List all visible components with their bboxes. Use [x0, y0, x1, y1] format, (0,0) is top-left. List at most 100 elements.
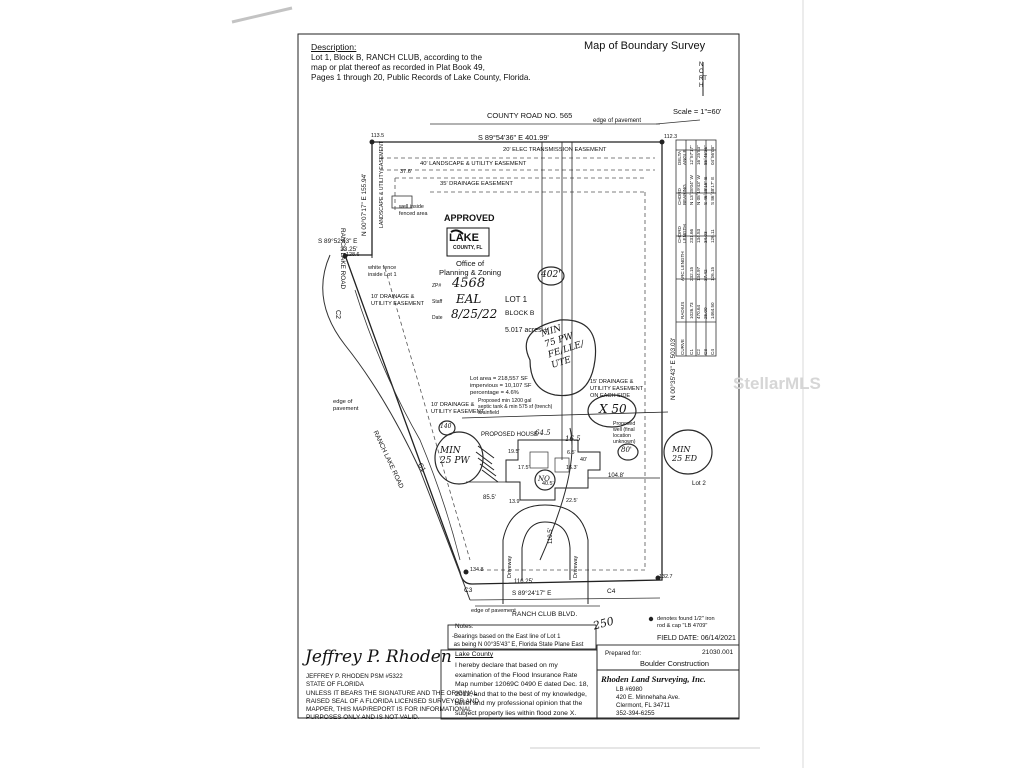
driveway-label-2: Driveway: [573, 555, 579, 578]
driveway: [502, 504, 589, 580]
surveyor-disclaimer: UNLESS IT BEARS THE SIGNATURE AND THE OR…: [306, 690, 479, 721]
job-number: 21030.001: [702, 649, 734, 656]
lake-logo-text: LAKE: [449, 232, 479, 244]
dim-128-6: 128.6: [346, 252, 360, 258]
curve-table-row: C2 470.64 134.97 134.53 N 08°19'43" W 16…: [695, 140, 702, 356]
county-road-label: COUNTY ROAD NO. 565: [487, 111, 573, 120]
curve-table-cell: C3: [703, 349, 708, 355]
description-text: Lot 1, Block B, RANCH CLUB, according to…: [311, 53, 531, 82]
curve-table-cell: 25.00: [703, 307, 708, 320]
edge-pavement-top-label: edge of pavement: [593, 118, 642, 124]
hand-x50: X 50: [599, 402, 627, 416]
dim-85-5: 85.5': [483, 495, 496, 501]
dim-132-7: 132.7: [659, 574, 673, 580]
bearing-bottom-label: S 89°24'17" E: [512, 590, 552, 597]
lot2-label: Lot 2: [692, 480, 706, 487]
lake-county-logo: [446, 227, 490, 257]
landscape-vertical-label: LANDSCAPE & UTILITY EASEMENT: [379, 141, 385, 228]
curve-table-cell: 04°56'08": [710, 145, 715, 165]
staff-label: Staff: [432, 299, 443, 305]
dim-110-5: 110.5': [548, 528, 554, 544]
drainage-15-label: 15' DRAINAGE & UTILITY EASEMENT ON EACH …: [590, 379, 644, 399]
dim-6-5: 6.5': [567, 450, 576, 456]
hand-no: NO: [538, 475, 550, 483]
field-date: FIELD DATE: 06/14/2021: [657, 635, 736, 642]
dim-16-3: 16.3': [566, 465, 578, 471]
surveyor-name: JEFFREY P. RHODEN PSM #5322: [306, 673, 403, 680]
curve-table-cell: 126.11: [710, 229, 715, 243]
dim-113-5: 113.5: [371, 133, 385, 139]
curve-table-header: CHORD BEARING: [677, 184, 687, 205]
drainage-10-bottom-label: 10' DRAINAGE & UTILITY EASEMENT: [431, 402, 485, 415]
curve-table-header-row: CURVE RADIUS ARC LENGTH CHORD LENGTH CHO…: [676, 140, 688, 356]
bearing-left-label: N 00°07'17" E 155.94': [361, 173, 368, 236]
surveyor-signature: Jeffrey P. Rhoden: [305, 647, 452, 667]
curve-table-cell: 1464.50: [710, 302, 715, 319]
curve-table-cell: C2: [696, 349, 701, 355]
prepared-for-label: Prepared for:: [605, 650, 642, 657]
driveway-label-1: Driveway: [507, 555, 513, 578]
curve-table-cell: 470.64: [696, 304, 701, 319]
office-label: Office of Planning & Zoning: [439, 259, 502, 277]
bearing-top-label: S 89°54'36" E 401.99': [478, 133, 549, 142]
curve-table-cell: N 08°19'43" W: [696, 175, 701, 205]
zp-label: ZP#: [432, 283, 442, 289]
hand-402: 402': [541, 270, 561, 280]
edge-pavement-bottom-label: edge of pavement: [471, 608, 516, 614]
bearing-small-label: S 89°52'43" E 33.25': [318, 238, 358, 253]
curve-c4-label: C4: [607, 588, 616, 595]
dim-22-5: 22.5': [566, 498, 578, 504]
date-label: Date: [432, 315, 443, 321]
hand-16-5: 16.5: [565, 435, 581, 443]
curve-table-header: CURVE: [679, 339, 685, 355]
curve-table-cell: 126.15: [710, 266, 715, 281]
curve-table-cell: 232.15: [689, 266, 694, 281]
elec-easement-label: 20' ELEC TRANSMISSION EASEMENT: [503, 147, 607, 153]
dim-37-6: 37.6': [400, 169, 412, 175]
description-label: Description:: [311, 42, 357, 52]
curve-table-cell: 134.97: [696, 266, 701, 281]
curve-table-cell: C1: [689, 349, 694, 355]
curve-c2-label: C2: [334, 310, 341, 319]
dim-40: 40': [580, 457, 588, 463]
company-details: LB #6980 420 E. Minnehaha Ave. Clermont,…: [616, 686, 680, 717]
curve-table-cell: 34.03: [703, 231, 708, 244]
curve-table-cell: 85°45'36": [703, 145, 708, 165]
curve-table-cell: S 86°48'17" E: [710, 176, 715, 205]
block-label: BLOCK B: [505, 310, 535, 317]
curve-table-cell: 12°57'17": [689, 145, 694, 165]
dim-19-5: 19.5': [508, 449, 520, 455]
curve-table-cell: S 46°28'15" E: [703, 176, 708, 205]
notes-box: [447, 624, 597, 650]
client-name: Boulder Construction: [640, 659, 710, 668]
curve-c3-label: C3: [464, 587, 473, 594]
curve-table-cell: 231.66: [689, 228, 694, 243]
white-fence-label: white fence inside Lot 1: [368, 265, 397, 278]
hand-140: 140: [440, 423, 452, 430]
sheet-border: [297, 33, 740, 719]
staff-value: EAL: [456, 292, 482, 306]
found-marker-legend: denotes found 1/2" iron rod & cap "LB 47…: [657, 616, 715, 629]
curve-table-grid: [675, 139, 717, 357]
curve-table: CURVE RADIUS ARC LENGTH CHORD LENGTH CHO…: [676, 140, 716, 356]
dim-17-5: 17.5': [518, 465, 530, 471]
dim-104-8: 104.8': [608, 473, 625, 479]
curve-table-cell: 16°25'53": [696, 145, 701, 165]
proposed-well-label: Proposed well (final location unknown): [613, 421, 636, 445]
edge-pavement-left-label: edge of pavement: [333, 399, 359, 412]
watermark: StellarMLS: [733, 374, 821, 393]
certification-county: Lake County: [455, 651, 494, 658]
north-label: NORTH: [699, 62, 707, 89]
house-outline: [505, 439, 601, 501]
septic-label: Proposed min 1200 gal septic tank & min …: [478, 398, 553, 416]
curve-table-row: C1 1026.73 232.15 231.66 N 13°28'04" W 1…: [688, 140, 695, 356]
lake-logo-sub: COUNTY, FL: [453, 245, 483, 251]
dim-116-25: 116.25': [514, 579, 534, 585]
approved-label: APPROVED: [444, 213, 495, 223]
curve-table-cell: C4: [710, 349, 715, 355]
legend-marker-icon: [648, 616, 654, 622]
acres-label: 5.017 acres ±: [505, 327, 548, 334]
curve-table-header: RADIUS: [679, 301, 685, 319]
curve-table-header: DELTA ANGLE: [677, 149, 687, 165]
